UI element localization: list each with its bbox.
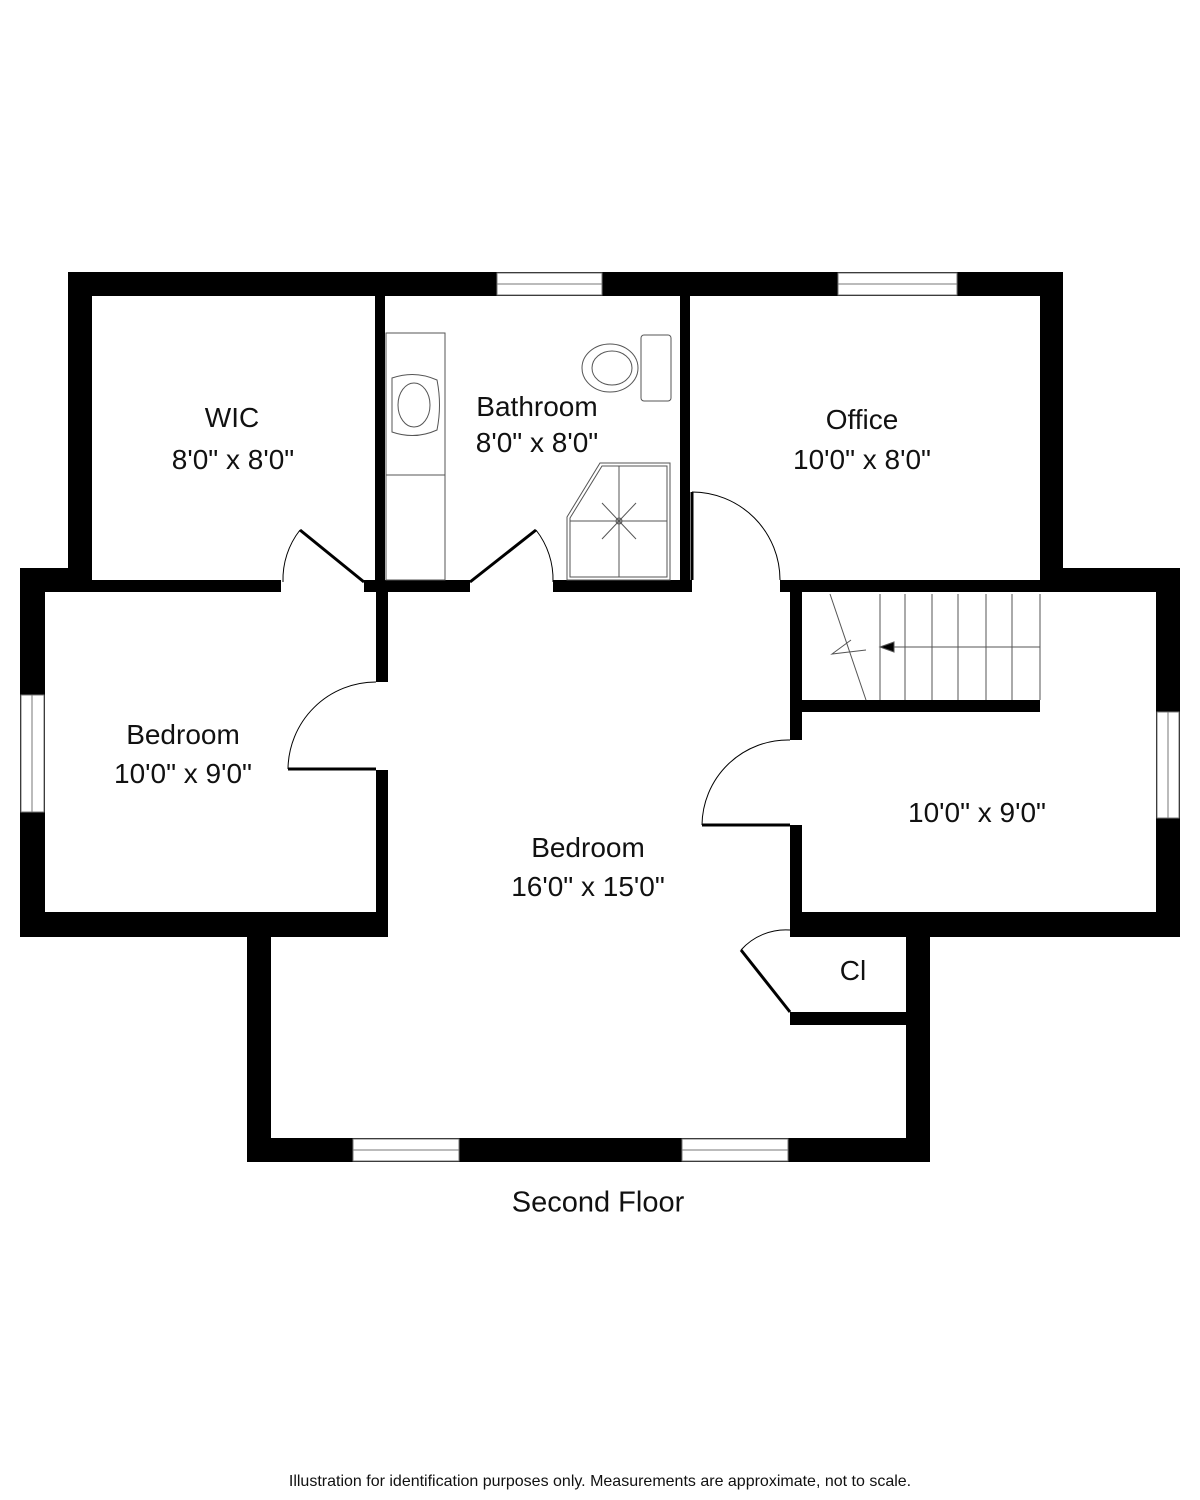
- room-name-closet: Cl: [839, 955, 867, 986]
- doors: [282, 491, 792, 1013]
- vanity: [385, 332, 446, 581]
- room-name-office: Office: [825, 404, 899, 435]
- windows: [20, 272, 1180, 1162]
- room-name-bedroom-left: Bedroom: [126, 719, 240, 750]
- room-name-bathroom: Bathroom: [476, 391, 598, 422]
- room-size-right: 10'0" x 9'0": [908, 797, 1046, 828]
- toilet-bowl: [581, 343, 639, 393]
- toilet-tank: [640, 334, 672, 402]
- floor-caption: Second Floor: [511, 1186, 685, 1219]
- room-size-bathroom: 8'0" x 8'0": [475, 427, 599, 458]
- shower: [566, 462, 671, 581]
- room-size-wic: 8'0" x 8'0": [171, 444, 295, 475]
- bathroom-fixtures: [385, 332, 672, 581]
- room-size-office: 10'0" x 8'0": [793, 444, 931, 475]
- room-size-bedroom-left: 10'0" x 9'0": [114, 758, 252, 789]
- walls: [20, 272, 1180, 1162]
- room-name-wic: WIC: [204, 402, 260, 433]
- stairs: [829, 593, 1041, 701]
- sink: [391, 374, 440, 436]
- room-name-bedroom-main: Bedroom: [531, 832, 645, 863]
- disclaimer: Illustration for identification purposes…: [288, 1473, 912, 1490]
- room-size-bedroom-main: 16'0" x 15'0": [511, 871, 665, 902]
